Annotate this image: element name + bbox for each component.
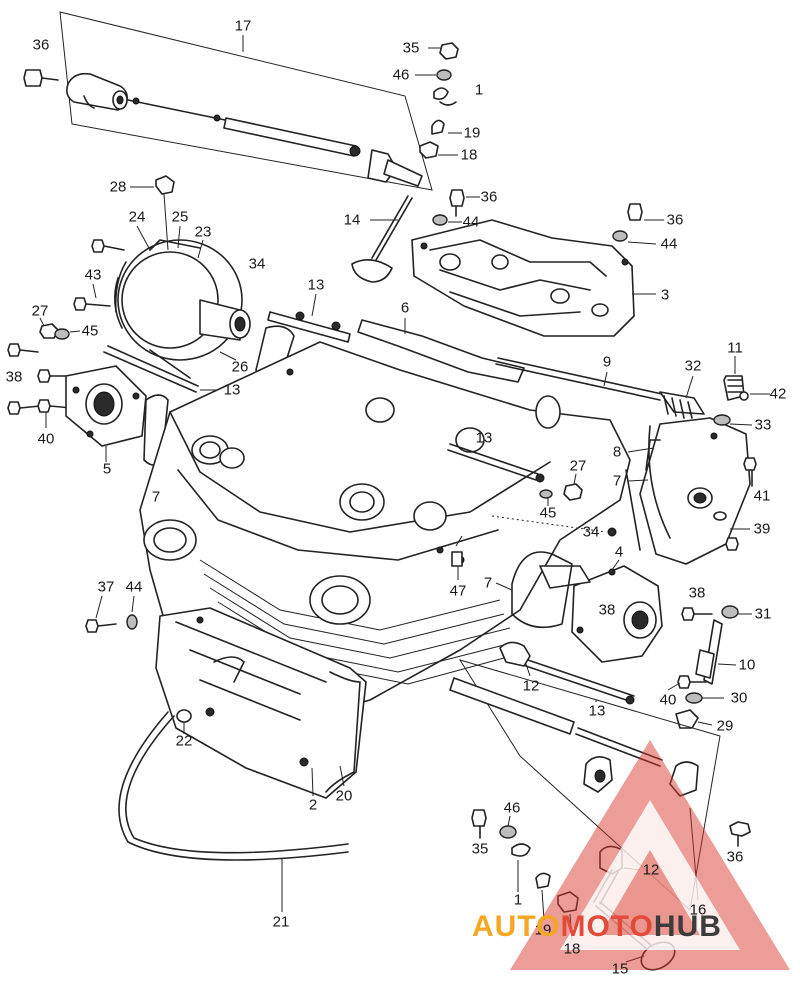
callout-36: 36 [726,848,744,866]
camshaft-13-upper [267,293,351,343]
callout-16: 16 [689,901,707,919]
callout-21: 21 [272,913,290,931]
callout-36: 36 [666,211,684,229]
callout-17: 17 [234,17,252,35]
callout-7: 7 [151,488,161,506]
watermark-triangle [510,740,790,970]
callout-5: 5 [102,460,112,478]
callout-44: 44 [660,235,678,253]
callout-41: 41 [753,487,771,505]
watermark-part-hub: HUB [653,910,722,943]
small-parts-right [667,605,752,729]
callout-19: 19 [534,921,552,939]
cam-cover-3 [411,189,664,337]
callout-7: 7 [483,574,493,592]
callout-35: 35 [402,39,420,57]
camshaft-13-middle [447,443,617,537]
callout-25: 25 [171,208,189,226]
callout-8: 8 [612,443,622,461]
callout-27: 27 [569,457,587,475]
callout-11: 11 [727,339,743,357]
watermark-part-auto: AUTO [472,910,561,943]
callout-26: 26 [231,358,249,376]
rocker-arm-group-top [23,11,433,191]
callout-18: 18 [563,940,581,958]
callout-13: 13 [307,276,325,294]
callout-18: 18 [460,146,478,164]
rocker-cover-right [625,356,770,565]
callout-45: 45 [539,504,557,522]
callout-38: 38 [688,584,706,602]
callout-27: 27 [31,302,49,320]
callout-36: 36 [480,188,498,206]
callout-46: 46 [503,799,521,817]
shaft-9 [495,357,705,419]
callout-23: 23 [194,223,212,241]
callout-32: 32 [684,357,702,375]
gasket-6 [357,318,525,383]
cam-housing-23-26 [73,175,251,379]
callout-7: 7 [612,472,622,490]
callout-13: 13 [223,381,241,399]
callout-45: 45 [81,322,99,340]
callout-19: 19 [463,124,481,142]
callout-38: 38 [5,368,23,386]
small-parts-left [7,317,81,428]
callout-39: 39 [753,520,771,538]
callout-22: 22 [175,732,193,750]
callout-13: 13 [475,429,493,447]
callout-1: 1 [474,81,484,99]
callout-40: 40 [659,691,677,709]
callout-28: 28 [109,178,127,196]
callout-43: 43 [84,266,102,284]
callout-1: 1 [513,891,523,909]
callout-38: 38 [598,601,616,619]
valve-14 [351,195,413,283]
callout-33: 33 [754,416,772,434]
callout-13: 13 [588,702,606,720]
callout-30: 30 [730,689,748,707]
cam-holder-5 [65,365,147,462]
callout-2: 2 [308,796,318,814]
callout-14: 14 [343,211,361,229]
callout-20: 20 [335,787,353,805]
callout-35: 35 [471,840,489,858]
watermark-logo: AUTOMOTOHUB [472,910,722,944]
callout-40: 40 [37,430,55,448]
callout-3: 3 [660,286,670,304]
callout-6: 6 [400,299,410,317]
breather-hose-21 [118,711,349,912]
callout-37: 37 [97,578,115,596]
callout-12: 12 [522,677,540,695]
callout-34: 34 [582,523,600,541]
callout-42: 42 [769,385,787,403]
callout-15: 15 [611,960,629,978]
watermark-part-moto: MOTO [560,910,654,943]
callout-34: 34 [248,255,266,273]
callout-24: 24 [128,208,146,226]
cylinder-head [139,341,631,721]
cam-holder-4 [451,535,663,663]
adjuster-parts-upper [415,42,462,159]
callout-29: 29 [716,717,734,735]
callout-12: 12 [642,861,660,879]
callout-36: 36 [32,36,50,54]
side-cover-2 [85,595,367,799]
callout-4: 4 [614,543,624,561]
callout-10: 10 [738,656,756,674]
callout-44: 44 [462,213,480,231]
callout-31: 31 [754,605,772,623]
callout-47: 47 [449,582,467,600]
callout-46: 46 [392,66,410,84]
callout-44: 44 [125,578,143,596]
callout-9: 9 [602,353,612,371]
